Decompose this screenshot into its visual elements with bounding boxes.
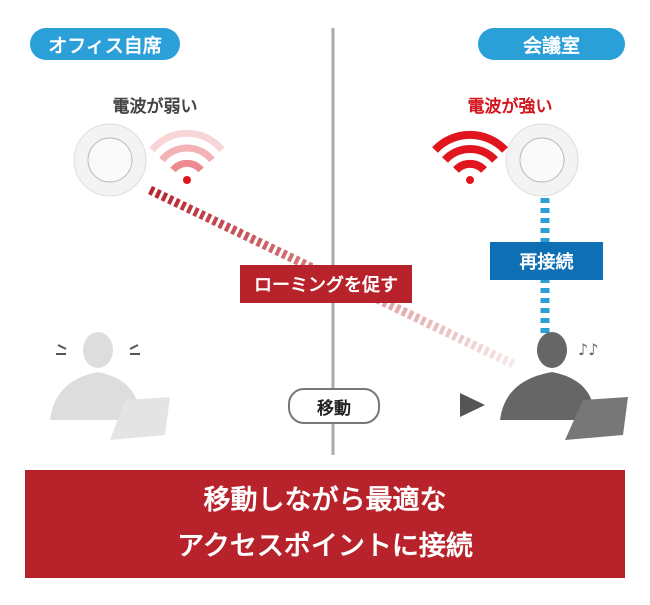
access-point-right	[505, 123, 579, 197]
location-label-office-desk: オフィス自席	[30, 28, 180, 60]
summary-banner: 移動しながら最適な アクセスポイントに接続	[25, 470, 625, 578]
arrow-head-icon	[460, 393, 485, 417]
roaming-label: ローミングを促す	[240, 265, 412, 303]
location-label-meeting-room: 会議室	[478, 28, 625, 60]
reconnect-label: 再接続	[490, 242, 603, 280]
roaming-dashed-line	[148, 185, 517, 370]
wifi-weak-icon	[149, 129, 225, 184]
access-point-left	[73, 123, 147, 197]
svg-text:♪♪: ♪♪	[578, 340, 598, 359]
wifi-strong-icon	[432, 130, 508, 184]
summary-line-2: アクセスポイントに接続	[177, 531, 473, 562]
move-label: 移動	[288, 388, 380, 424]
weak-signal-label: 電波が弱い	[112, 97, 198, 117]
strong-signal-label: 電波が強い	[467, 97, 553, 117]
person-happy-icon: ♪♪	[500, 332, 628, 440]
summary-line-1: 移動しながら最適な	[203, 485, 447, 516]
person-worried-icon	[50, 332, 170, 440]
